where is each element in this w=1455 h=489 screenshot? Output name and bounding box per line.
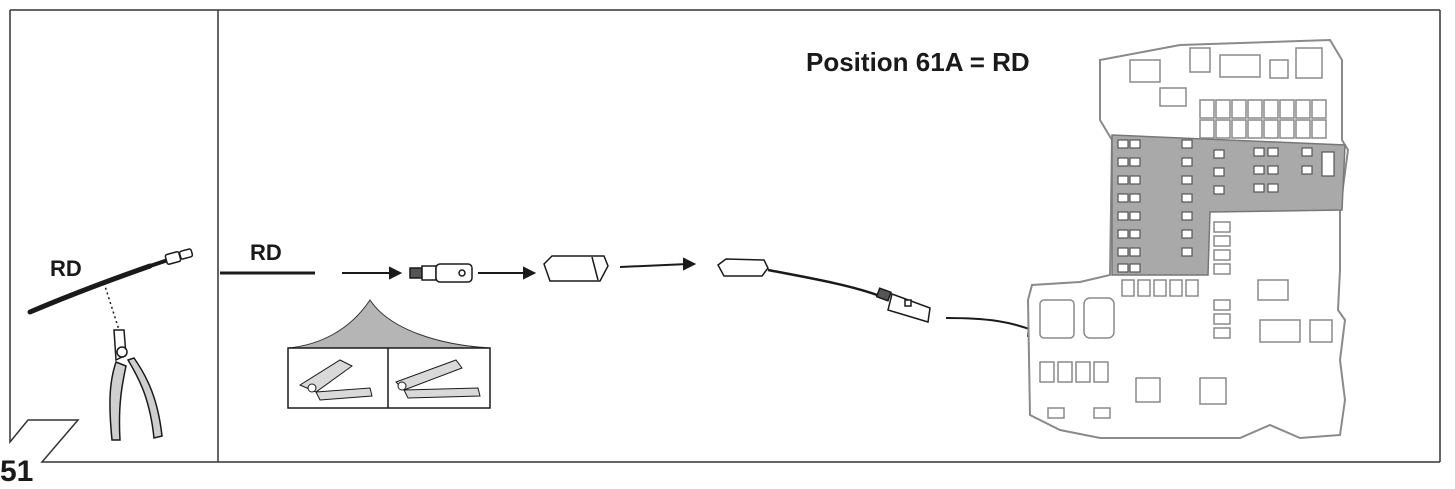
female-terminal-icon: [409, 263, 473, 283]
terminal-icon: [164, 248, 194, 265]
wired-connector-icon: [717, 258, 931, 323]
pliers-icon: [109, 329, 163, 441]
position-label: Position 61A = RD: [806, 47, 1030, 77]
fuse-box-shaded-zone: [1111, 134, 1346, 276]
fuse-slots-top: [1129, 47, 1327, 139]
crimp-tool-callout: [287, 299, 491, 409]
crimp-tool-icon: [298, 359, 373, 401]
step-number: 51: [0, 455, 34, 488]
connector-housing-icon: [543, 255, 609, 282]
fuse-slots-shaded: [1117, 139, 1335, 273]
cut-wire-illustration: [27, 248, 194, 334]
wire-color-label-left: RD: [50, 256, 82, 281]
fuse-slots-lower: [1039, 221, 1333, 419]
process-arrows: [342, 257, 697, 280]
wire-color-label-main: RD: [250, 240, 282, 265]
crimp-tool-alt-icon: [395, 359, 481, 399]
step-number-tab: [9, 418, 218, 463]
panel-frame: [9, 9, 1441, 463]
